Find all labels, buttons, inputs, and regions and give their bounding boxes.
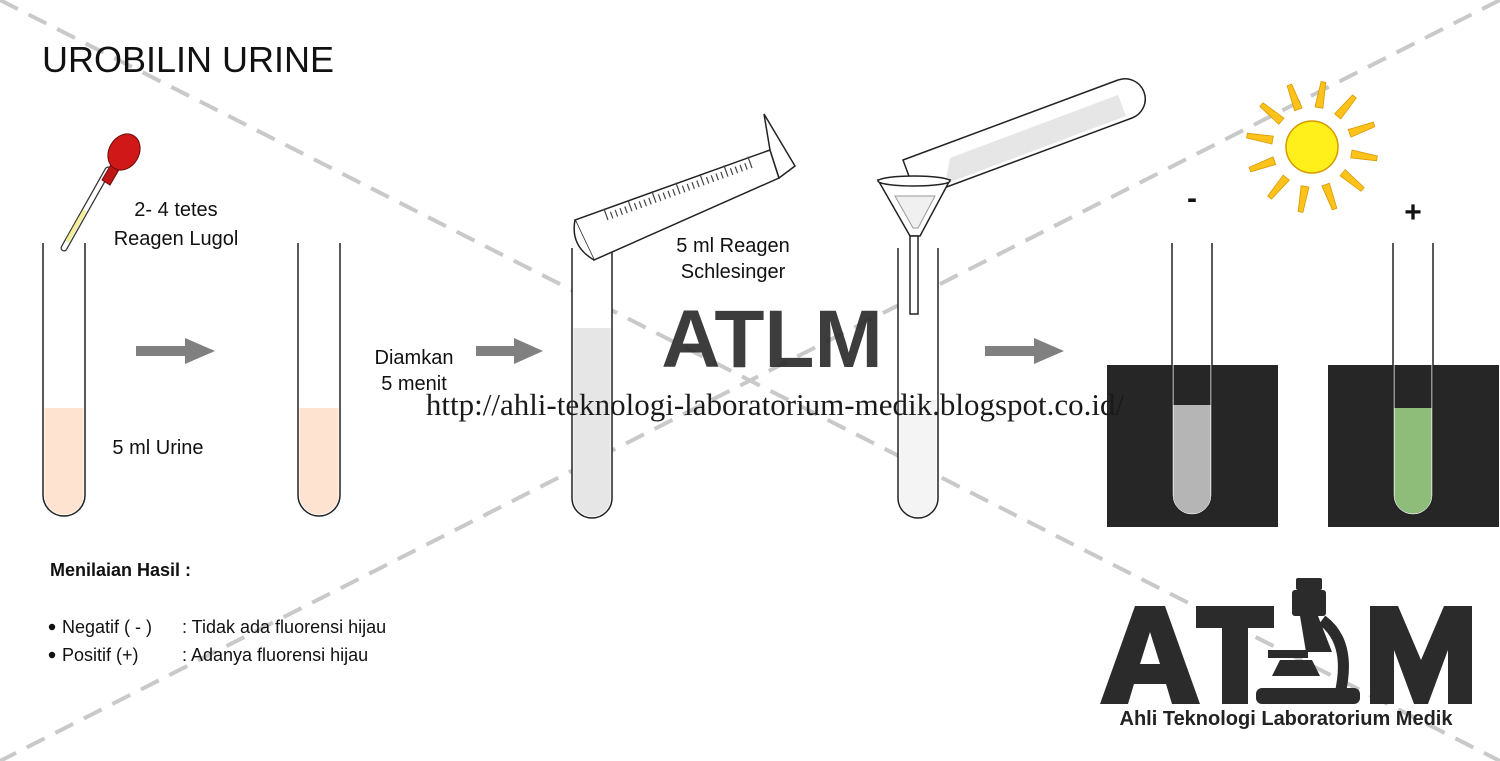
drops-label-line2: Reagen Lugol (114, 228, 239, 250)
graduated-cylinder-icon (573, 113, 796, 261)
arrow-4 (985, 338, 1064, 364)
sun-ray (1246, 132, 1274, 145)
graduation-tick (603, 208, 609, 221)
graduation-tick (619, 208, 623, 216)
urine-volume-label: 5 ml Urine (112, 437, 203, 459)
graduation-tick (744, 162, 748, 170)
test-tube-reagent (571, 248, 613, 519)
graduation-tick (672, 188, 676, 196)
dropper-icon (60, 133, 141, 252)
urine-fluid (44, 408, 84, 515)
graduation-tick (734, 166, 739, 174)
graduation-tick (648, 197, 652, 205)
watermark-url: http://ahli-teknologi-laboratorium-medik… (426, 387, 1125, 422)
arrow-1 (136, 338, 215, 364)
schlesinger-label-line2: Schlesinger (681, 261, 786, 283)
sun-ray (1334, 94, 1357, 120)
sun-ray (1259, 102, 1285, 125)
wait-label-line2: 5 menit (381, 373, 447, 395)
evaluation-item-desc: : Tidak ada fluorensi hijau (182, 617, 386, 637)
sun-ray (1347, 121, 1376, 138)
graduation-tick (633, 202, 638, 210)
urine-fluid-2 (299, 408, 339, 515)
positive-fluid (1394, 408, 1432, 514)
wait-label-line1: Diamkan (375, 347, 454, 369)
sun-ray (1267, 174, 1290, 200)
graduation-tick (638, 201, 643, 209)
graduation-tick (614, 209, 619, 217)
graduation-tick (667, 190, 671, 198)
graduation-tick (747, 156, 753, 169)
graduation-tick (627, 199, 633, 212)
graduation-tick (624, 206, 628, 214)
reagent-fluid (573, 328, 611, 517)
graduation-tick (662, 192, 667, 200)
graduation-tick (657, 194, 662, 202)
test-tube-waiting (297, 243, 341, 517)
graduation-tick (643, 199, 647, 207)
evaluation-item-desc: : Adanya fluorensi hijau (182, 645, 368, 665)
positive-result-box (1328, 243, 1499, 527)
graduation-tick (675, 182, 681, 195)
filtrate-fluid (899, 400, 937, 517)
test-tube-filtrate (897, 248, 939, 519)
evaluation-item-negative: Negatif ( - ) : Tidak ada fluorensi hija… (48, 617, 386, 637)
graduation-tick (681, 185, 686, 193)
graduation-tick (691, 182, 695, 190)
sun-ray (1350, 149, 1378, 162)
evaluation-item-label: Negatif ( - ) (62, 617, 152, 637)
negative-fluid (1173, 405, 1211, 514)
negative-result-box (1107, 243, 1278, 527)
sun-ray (1297, 185, 1310, 213)
graduation-tick (715, 173, 719, 181)
sun-ray (1248, 156, 1277, 173)
graduation-tick (720, 171, 724, 179)
test-tube-urine (42, 243, 86, 517)
graduation-tick (651, 191, 657, 203)
evaluation-item-label: Positif (+) (62, 645, 139, 665)
logo-subtitle: Ahli Teknologi Laboratorium Medik (1120, 708, 1454, 730)
positive-sign: + (1404, 196, 1422, 229)
graduation-tick (699, 173, 705, 186)
graduation-tick (739, 164, 743, 172)
funnel-icon (876, 175, 952, 315)
sun-ray (1314, 81, 1327, 109)
graduation-tick (705, 176, 710, 184)
graduation-tick (729, 168, 734, 176)
sun-icon (1246, 81, 1378, 213)
schlesinger-label-line1: 5 ml Reagen (676, 235, 789, 257)
graduation-tick (609, 211, 614, 219)
sun-ray (1339, 169, 1365, 192)
drops-label-line1: 2- 4 tetes (134, 199, 217, 221)
graduation-tick (686, 183, 691, 191)
graduation-tick (723, 165, 729, 177)
evaluation-item-positive: Positif (+) : Adanya fluorensi hijau (48, 645, 368, 665)
sun-ray (1286, 83, 1303, 112)
graduation-tick (696, 180, 700, 188)
page-title: UROBILIN URINE (42, 39, 334, 80)
atlm-logo (1100, 578, 1472, 704)
graduation-tick (710, 175, 715, 183)
negative-sign: - (1187, 182, 1197, 215)
arrow-2 (476, 338, 543, 364)
sun-ray (1321, 182, 1338, 211)
watermark-brand: ATLM (661, 294, 883, 385)
pouring-tube-icon (902, 78, 1146, 199)
evaluation-header: Menilaian Hasil : (50, 560, 191, 580)
